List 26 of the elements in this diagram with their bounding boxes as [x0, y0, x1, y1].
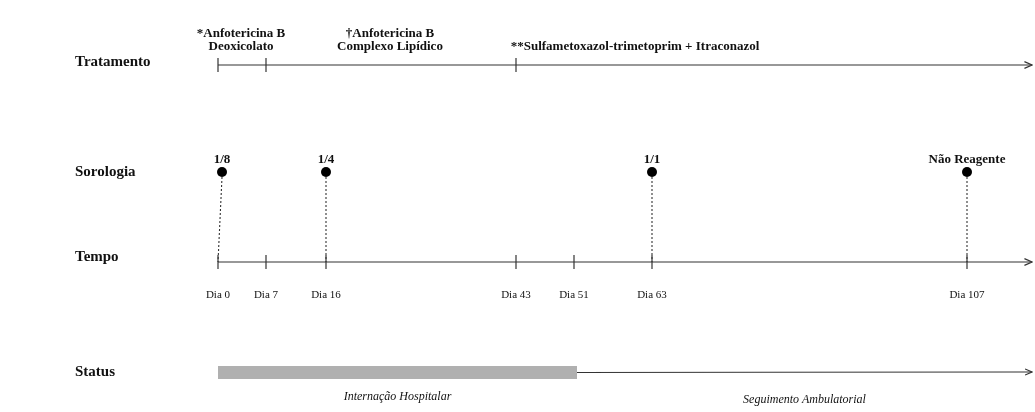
day-label: Dia 63 [636, 288, 668, 300]
day-label: Dia 43 [500, 288, 532, 300]
period-label: Internação Hospitalar [343, 389, 452, 404]
dotted-connector [651, 176, 653, 263]
edge-label: Seguimento Ambulatorial [743, 391, 866, 407]
titer-label: Não Reagente [927, 152, 1007, 165]
titer-label: 1/4 [316, 152, 336, 165]
dotted-connector [325, 176, 327, 263]
day-label: Dia 107 [948, 288, 986, 300]
row-label: Status [75, 363, 115, 380]
treatment-label: **Sulfametoxazol-trimetoprim + Itraconazol [510, 39, 760, 52]
row-label: Sorologia [75, 163, 136, 180]
dotted-connector [217, 176, 223, 263]
hospital-stay-bar [218, 366, 577, 379]
treatment-label: †Anfotericina B Complexo Lipídico [336, 26, 444, 52]
day-label: Dia 0 [204, 288, 232, 300]
row-label: Tratamento [75, 53, 151, 70]
dotted-connector [966, 176, 968, 263]
titer-label: 1/1 [642, 152, 662, 165]
day-label: Dia 16 [310, 288, 342, 300]
treatment-label: *Anfotericina B Deoxicolato [195, 26, 287, 52]
day-label: Dia 51 [558, 288, 590, 300]
arrow [576, 368, 1033, 376]
day-label: Dia 7 [252, 288, 280, 300]
row-label: Tempo [75, 248, 119, 265]
titer-label: 1/8 [212, 152, 232, 165]
